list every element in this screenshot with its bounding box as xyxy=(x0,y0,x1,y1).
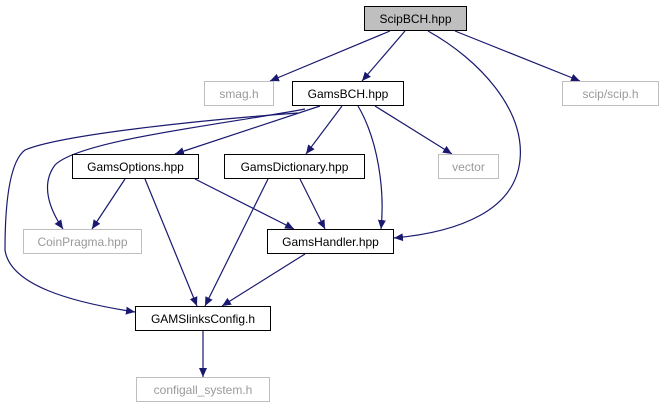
node-gamslinksconfig-h[interactable]: GAMSlinksConfig.h xyxy=(135,306,271,331)
edge-options-coinpragma xyxy=(91,178,126,230)
edge-gamsbch-config xyxy=(4,112,299,315)
edge-root-smag xyxy=(269,30,391,82)
edge-gamsbch-dictionary xyxy=(305,105,343,155)
node-scip-scip-h: scip/scip.h xyxy=(562,81,659,106)
edge-options-handler xyxy=(194,178,295,230)
node-smag-h: smag.h xyxy=(204,81,274,106)
edge-dictionary-handler xyxy=(299,178,326,230)
node-gamsbch-hpp[interactable]: GamsBCH.hpp xyxy=(292,81,404,106)
edge-gamsbch-options xyxy=(174,105,321,155)
edge-options-config xyxy=(144,178,198,307)
edge-gamsbch-vector xyxy=(374,105,453,155)
edge-dictionary-config xyxy=(204,178,269,307)
node-gamsdictionary-hpp[interactable]: GamsDictionary.hpp xyxy=(224,154,365,179)
edge-root-handler xyxy=(393,30,521,242)
edge-handler-config xyxy=(221,253,306,307)
edge-root-gamsbch xyxy=(361,30,406,82)
node-gamsoptions-hpp[interactable]: GamsOptions.hpp xyxy=(72,154,199,179)
node-configall-system-h: configall_system.h xyxy=(136,377,270,402)
node-coinpragma-hpp: CoinPragma.hpp xyxy=(23,229,142,254)
node-gamshandler-hpp[interactable]: GamsHandler.hpp xyxy=(267,229,394,254)
edge-root-scip xyxy=(454,30,581,82)
node-scipbch-hpp[interactable]: ScipBCH.hpp xyxy=(364,6,467,31)
node-vector: vector xyxy=(438,154,499,179)
edge-gamsbch-handler xyxy=(357,105,386,230)
edge-gamsbch-coinpragma xyxy=(46,108,306,230)
